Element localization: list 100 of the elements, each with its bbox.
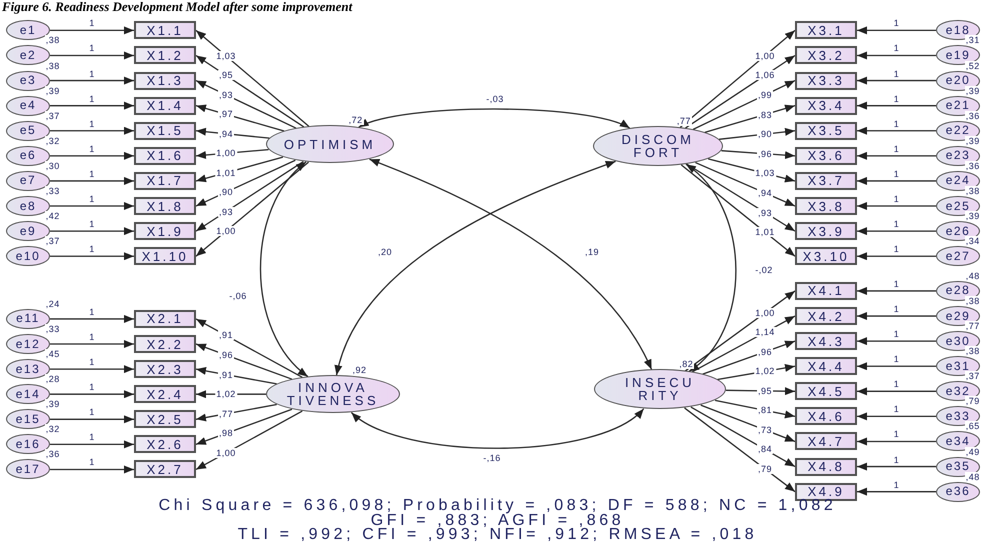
variable-name: X4.4	[808, 360, 844, 373]
variance-label: ,36	[44, 449, 61, 460]
error-path-arrow	[857, 337, 936, 346]
variable-name: e14	[16, 388, 40, 401]
variance-label: ,82	[678, 359, 694, 370]
edge-label: 1	[88, 407, 96, 418]
observed-variable-box	[795, 172, 857, 190]
edge-label: 1	[88, 43, 96, 54]
error-path-arrow	[50, 152, 134, 160]
variance-label: ,36	[964, 110, 981, 121]
variance-label: ,28	[44, 374, 61, 384]
variable-name: e3	[20, 74, 36, 88]
observed-variable-box	[795, 72, 857, 90]
variable-name: X3.8	[808, 200, 844, 213]
variance-label: ,92	[351, 365, 368, 376]
variance-label: ,39	[44, 86, 61, 96]
variance-label: ,37	[44, 110, 61, 121]
variable-name: X2.7	[146, 462, 184, 476]
error-path-arrow	[50, 465, 134, 474]
variable-name: X2.3	[146, 362, 184, 376]
variable-name: X3.2	[808, 48, 844, 62]
error-path-arrow	[50, 340, 134, 348]
observed-variable-box	[134, 435, 196, 454]
variable-name: X2.5	[146, 412, 184, 426]
variance-label: ,33	[44, 186, 61, 196]
observed-variable-box	[134, 96, 196, 115]
variable-name: e12	[16, 338, 40, 351]
variable-name: e7	[20, 174, 36, 188]
variable-name: e32	[946, 384, 970, 398]
edge-label: ,20	[377, 247, 393, 258]
variance-label: ,36	[964, 160, 981, 171]
variable-name: X4.6	[808, 410, 844, 423]
loading-path-arrow	[695, 162, 796, 207]
variable-name: X2.4	[146, 388, 184, 401]
error-path-arrow	[50, 202, 134, 210]
edge-label: 1	[892, 379, 900, 390]
edge-label: 1,00	[215, 448, 237, 458]
variable-name: e26	[946, 224, 970, 238]
loading-path-arrow	[196, 343, 292, 380]
edge-label: ,96	[757, 148, 773, 159]
edge-label: 1	[88, 118, 96, 129]
edge-label: 1	[88, 219, 96, 230]
variance-label: ,45	[44, 349, 61, 360]
variable-name: X1.1	[146, 24, 184, 37]
variable-name: X3.7	[808, 174, 844, 188]
variable-name: X2.2	[146, 338, 184, 351]
loading-path-arrow	[196, 104, 284, 132]
variance-label: ,38	[44, 60, 61, 71]
loading-path-arrow	[196, 410, 303, 470]
variance-label: ,79	[964, 396, 981, 406]
edge-label: ,93	[757, 208, 773, 218]
observed-variable-box	[134, 46, 196, 64]
observed-variable-box	[795, 332, 857, 350]
observed-variable-box	[795, 357, 857, 376]
variance-label: ,34	[964, 236, 981, 246]
variable-name: e4	[20, 99, 36, 112]
variance-label: ,48	[964, 472, 981, 482]
loading-path-arrow	[692, 315, 796, 372]
variable-name: e30	[946, 334, 970, 348]
variance-label: ,32	[44, 136, 61, 146]
variable-name: X1.10	[142, 250, 188, 263]
variance-label: ,39	[964, 86, 981, 96]
edge-label: 1	[892, 278, 900, 289]
edge-label: 1	[892, 404, 900, 414]
observed-variable-box	[795, 307, 857, 326]
edge-label: ,73	[757, 424, 773, 435]
variance-label: ,65	[964, 421, 981, 432]
edge-label: ,95	[757, 386, 773, 396]
loading-path-arrow	[196, 390, 266, 398]
variable-name: X2.1	[146, 312, 184, 326]
variance-label: ,38	[964, 296, 981, 306]
error-path-arrow	[857, 412, 936, 420]
covariance-arrow	[351, 408, 644, 449]
observed-variable-box	[795, 122, 857, 140]
edge-label: ,97	[218, 109, 234, 120]
variable-name: X3.3	[808, 74, 844, 88]
error-path-arrow	[50, 440, 134, 448]
edge-label: 1,00	[754, 50, 776, 61]
variable-name: e18	[946, 24, 970, 37]
error-path-arrow	[50, 176, 134, 185]
variable-name: e16	[16, 438, 40, 451]
variable-name: e19	[946, 48, 970, 62]
variance-label: ,42	[44, 211, 61, 222]
loading-path-arrow	[717, 364, 796, 380]
variable-name: INNOVA TIVENESS	[286, 381, 380, 408]
edge-label: 1	[892, 68, 900, 79]
error-path-arrow	[857, 152, 936, 160]
loading-path-arrow	[702, 340, 796, 375]
variable-name: e9	[20, 224, 36, 238]
error-path-arrow	[50, 102, 134, 110]
variable-name: e34	[946, 434, 970, 448]
observed-variable-box	[134, 335, 196, 354]
error-path-arrow	[857, 52, 936, 60]
variance-label: ,37	[964, 371, 981, 382]
variance-label: ,48	[964, 270, 981, 281]
edge-label: ,91	[218, 330, 234, 340]
error-path-arrow	[50, 126, 134, 135]
loading-path-arrow	[714, 400, 796, 418]
variable-name: X1.6	[146, 149, 184, 162]
observed-variable-box	[134, 122, 196, 140]
